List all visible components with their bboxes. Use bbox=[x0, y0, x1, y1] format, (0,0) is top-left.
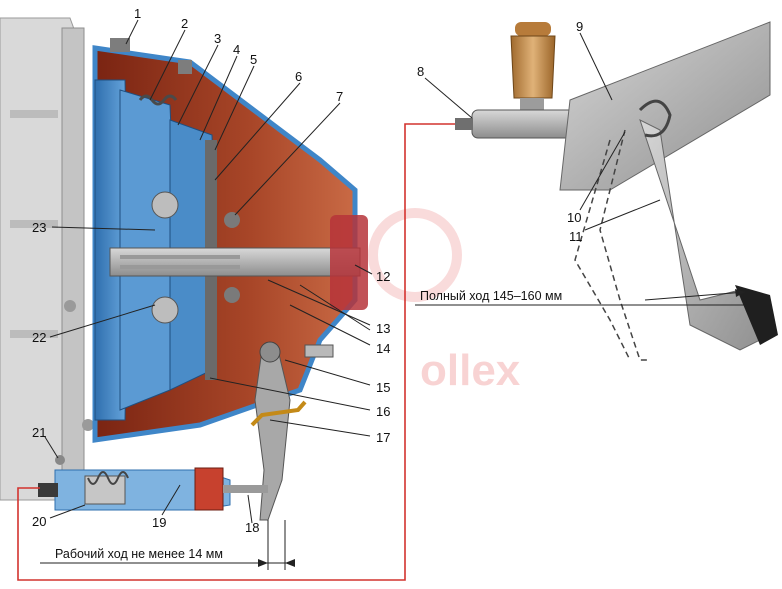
callout-6: 6 bbox=[295, 69, 302, 84]
callout-8: 8 bbox=[417, 64, 424, 79]
pedal-assembly bbox=[559, 21, 778, 361]
callout-13: 13 bbox=[376, 321, 390, 336]
callout-17: 17 bbox=[376, 430, 390, 445]
dimension-full-travel: Полный ход 145–160 мм bbox=[415, 289, 746, 306]
slave-cylinder bbox=[38, 455, 268, 511]
callout-3: 3 bbox=[214, 31, 221, 46]
callout-21: 21 bbox=[32, 425, 46, 440]
callout-11: 11 bbox=[569, 229, 583, 244]
callout-1: 1 bbox=[134, 6, 141, 21]
callout-10: 10 bbox=[567, 210, 581, 225]
callout-19: 19 bbox=[152, 515, 166, 530]
release-fork bbox=[250, 341, 334, 521]
engine-block bbox=[0, 17, 94, 501]
callout-2: 2 bbox=[181, 16, 188, 31]
callout-16: 16 bbox=[376, 404, 390, 419]
callout-5: 5 bbox=[250, 52, 257, 67]
callout-14: 14 bbox=[376, 341, 390, 356]
full-travel-label: Полный ход 145–160 мм bbox=[420, 289, 562, 303]
callout-7: 7 bbox=[336, 89, 343, 104]
callout-22: 22 bbox=[32, 330, 46, 345]
callout-labels: 1 2 3 4 5 6 7 8 9 10 11 12 13 14 15 16 1… bbox=[32, 6, 583, 535]
working-travel-label: Рабочий ход не менее 14 мм bbox=[55, 547, 223, 561]
callout-18: 18 bbox=[245, 520, 259, 535]
pressure-springs bbox=[138, 94, 240, 324]
watermark-text: ollex bbox=[420, 346, 521, 395]
callout-4: 4 bbox=[233, 42, 240, 57]
watermark: ollex bbox=[368, 208, 521, 395]
callout-12: 12 bbox=[376, 269, 390, 284]
callout-23: 23 bbox=[32, 220, 46, 235]
leader-lines bbox=[44, 19, 661, 524]
input-shaft bbox=[109, 215, 368, 310]
callout-15: 15 bbox=[376, 380, 390, 395]
callout-20: 20 bbox=[32, 514, 46, 529]
callout-9: 9 bbox=[576, 19, 583, 34]
dimension-working-travel: Рабочий ход не менее 14 мм bbox=[40, 520, 295, 570]
hydraulic-line bbox=[17, 123, 455, 581]
